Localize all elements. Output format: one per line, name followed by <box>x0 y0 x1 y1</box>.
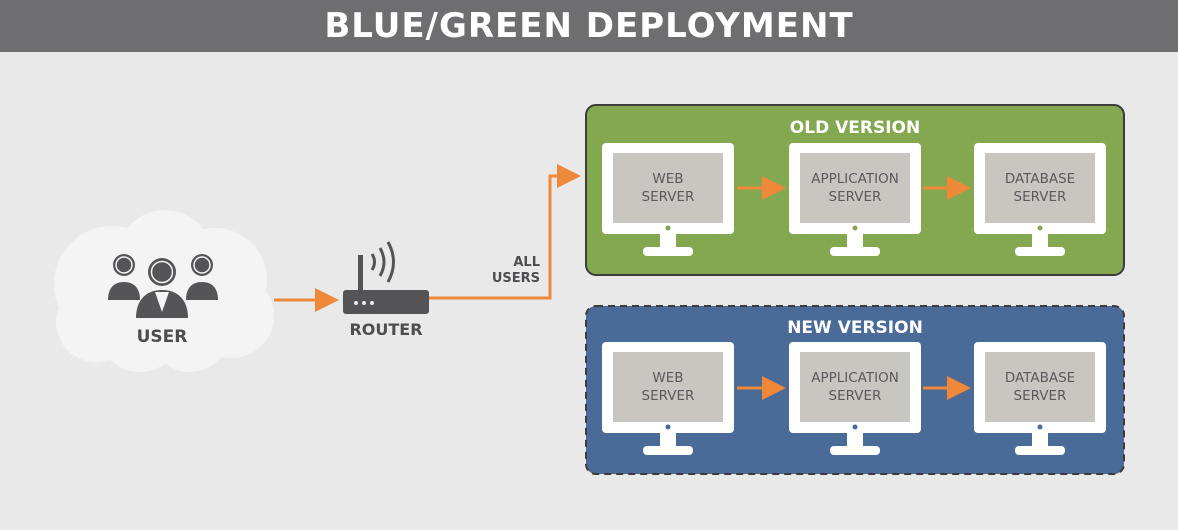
page-title: BLUE/GREEN DEPLOYMENT <box>324 6 854 46</box>
new-web-server-line2: SERVER <box>642 388 695 404</box>
new-database-server: DATABASE SERVER <box>974 342 1106 455</box>
old-application-server: APPLICATION SERVER <box>789 143 921 256</box>
new-application-server: APPLICATION SERVER <box>789 342 921 455</box>
new-database-server-line2: SERVER <box>1014 388 1067 404</box>
new-web-server-line1: WEB <box>652 370 683 386</box>
new-web-server: WEB SERVER <box>602 342 734 455</box>
new-version-panel: NEW VERSION WEB SERVER APPLICATION SERVE… <box>585 305 1125 475</box>
user-label: USER <box>137 327 188 347</box>
old-database-server: DATABASE SERVER <box>974 143 1106 256</box>
new-database-server-line1: DATABASE <box>1005 370 1075 386</box>
old-application-server-line2: SERVER <box>829 189 882 205</box>
old-web-server-line1: WEB <box>652 171 683 187</box>
router-label: ROUTER <box>349 320 422 339</box>
all-users-label-line1: ALL <box>513 255 540 270</box>
old-database-server-line1: DATABASE <box>1005 171 1075 187</box>
new-application-server-line2: SERVER <box>829 388 882 404</box>
old-version-label: OLD VERSION <box>790 118 920 138</box>
title-bar: BLUE/GREEN DEPLOYMENT <box>0 0 1178 52</box>
new-version-label: NEW VERSION <box>787 318 923 338</box>
old-version-panel: OLD VERSION WEB SERVER APPLICATION SERVE… <box>585 104 1125 276</box>
old-web-server-line2: SERVER <box>642 189 695 205</box>
users-icon <box>108 254 218 318</box>
router-icon <box>343 241 429 314</box>
all-users-label-line2: USERS <box>492 271 540 286</box>
old-application-server-line1: APPLICATION <box>811 171 899 187</box>
old-database-server-line2: SERVER <box>1014 189 1067 205</box>
new-application-server-line1: APPLICATION <box>811 370 899 386</box>
arrow-router-to-old-version <box>429 164 581 300</box>
old-web-server: WEB SERVER <box>602 143 734 256</box>
